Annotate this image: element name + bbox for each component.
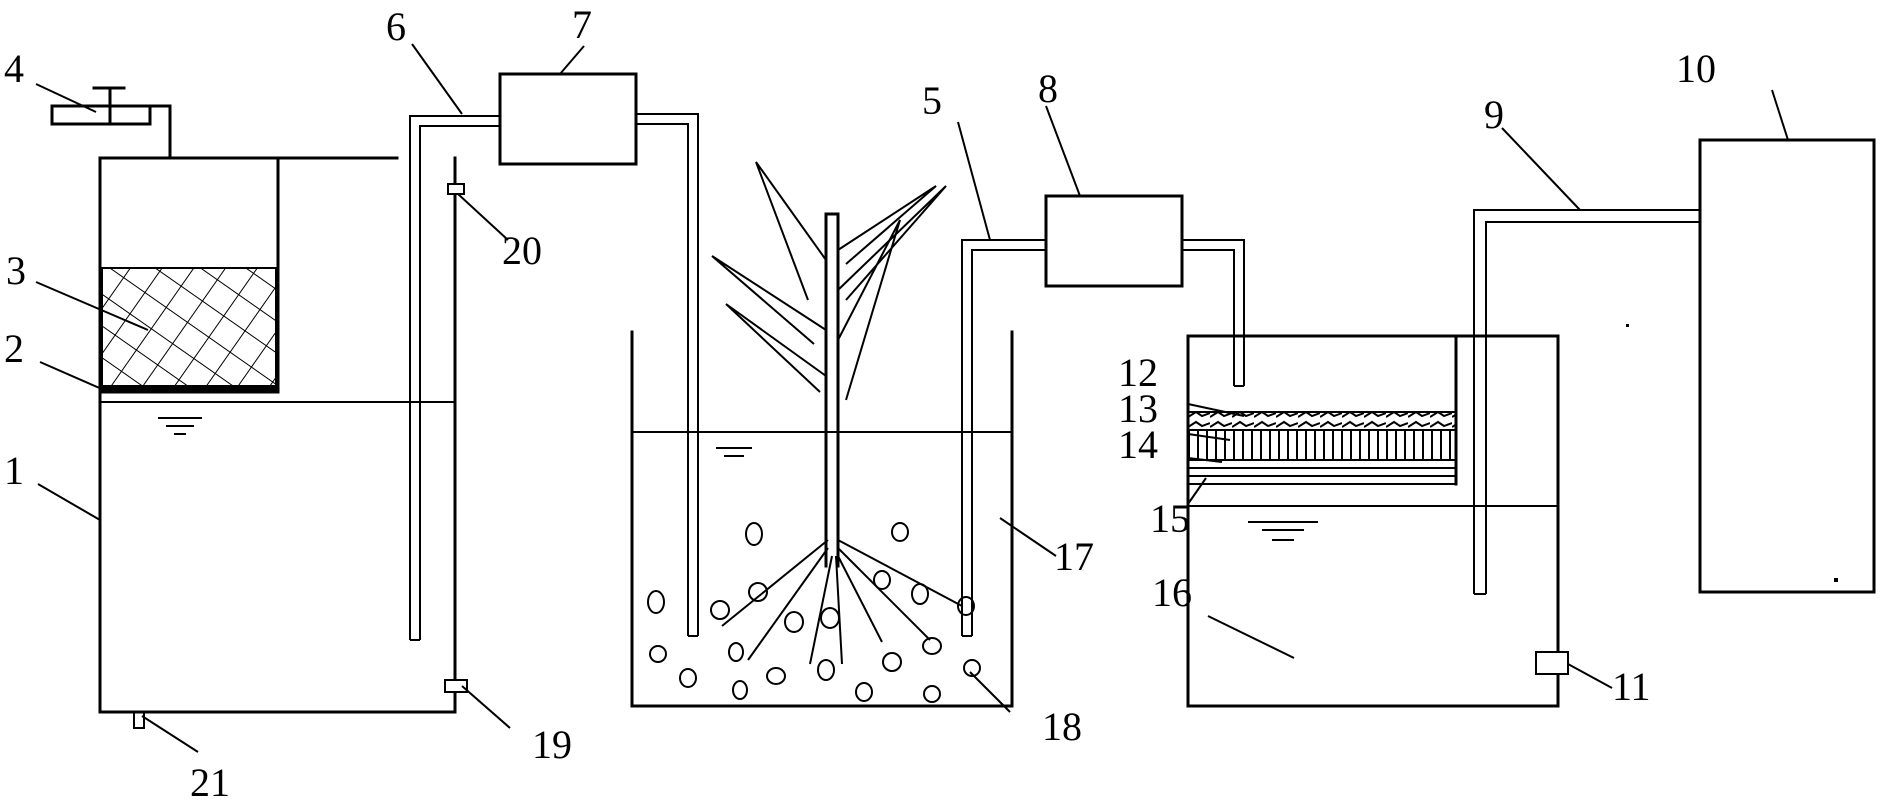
water-level-symbol-2 [716, 447, 752, 457]
label-9: 9 [1484, 92, 1504, 137]
valve-11 [1535, 651, 1569, 675]
label-1: 1 [4, 448, 24, 493]
layer-14 [1187, 459, 1457, 469]
pipe-5 [961, 239, 1046, 637]
plant-tank-17 [630, 330, 1014, 708]
stray-dot [1834, 578, 1838, 582]
valve-19 [444, 679, 468, 693]
pipe-7-out [636, 113, 699, 637]
pump-7 [498, 72, 638, 166]
sensor-20 [447, 183, 465, 195]
filter-box [98, 156, 280, 394]
pipe-6 [409, 115, 500, 641]
label-20: 20 [502, 228, 542, 273]
label-3: 3 [6, 248, 26, 293]
layer-13 [1187, 429, 1457, 461]
label-10: 10 [1676, 46, 1716, 91]
water-level-symbol-1 [158, 417, 202, 435]
labels: 1 2 3 4 5 6 7 8 9 10 11 12 13 14 15 16 1… [4, 2, 1716, 804]
water-level-symbol-3 [1248, 521, 1318, 541]
layer-12 [1187, 411, 1457, 431]
label-5: 5 [922, 78, 942, 123]
label-16: 16 [1152, 570, 1192, 615]
label-14: 14 [1118, 422, 1158, 467]
label-2: 2 [4, 326, 24, 371]
label-18: 18 [1042, 704, 1082, 749]
collector-10 [1698, 138, 1876, 594]
label-4: 4 [4, 46, 24, 91]
pipe-9 [1473, 209, 1700, 595]
label-21: 21 [190, 760, 230, 804]
plant-stem [711, 161, 947, 568]
label-19: 19 [532, 722, 572, 767]
gravel-18 [647, 522, 981, 703]
inlet-faucet-4 [50, 86, 172, 160]
stray-dot-2 [1626, 324, 1629, 327]
label-6: 6 [386, 4, 406, 49]
membrane-module [1187, 411, 1457, 477]
filter-media-3 [101, 267, 277, 387]
pump-8 [1044, 194, 1184, 288]
tank-16 [1186, 334, 1560, 708]
label-13: 13 [1118, 386, 1158, 431]
leader-lines [35, 43, 1789, 753]
label-12: 12 [1118, 350, 1158, 395]
label-15: 15 [1150, 496, 1190, 541]
label-8: 8 [1038, 66, 1058, 111]
outlet-pipe-21 [133, 711, 145, 729]
support-plate-2 [100, 386, 278, 392]
label-7: 7 [572, 2, 592, 47]
pipe-8-out [1182, 239, 1245, 387]
label-17: 17 [1054, 534, 1094, 579]
label-11: 11 [1612, 664, 1651, 709]
plant-roots [721, 539, 963, 665]
